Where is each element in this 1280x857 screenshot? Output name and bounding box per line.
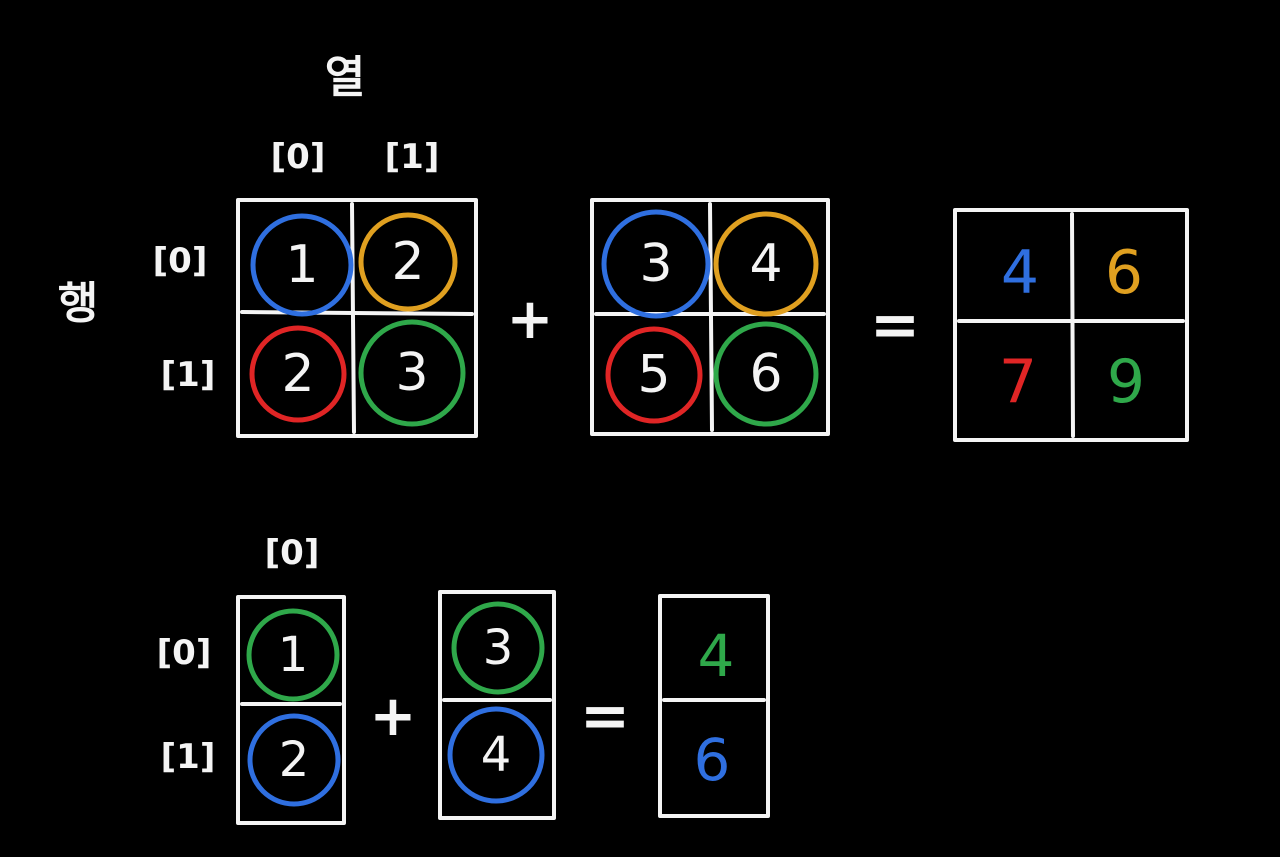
- matrix-a-divider-h: [240, 310, 474, 316]
- matrix-a: 1 2 2 3: [236, 198, 478, 438]
- vector-a-cell-0: 1: [278, 627, 309, 683]
- result-matrix: 4 6 7 9: [953, 208, 1189, 442]
- matrix-b-cell-0-0: 3: [639, 234, 672, 294]
- vector-result-cell-1: 6: [694, 726, 731, 794]
- matrix-a-divider-v: [350, 202, 356, 434]
- vector-result-frame: [658, 594, 770, 818]
- result-cell-1-0: 7: [999, 347, 1037, 417]
- vector-result-cell-0: 4: [698, 622, 735, 690]
- vector-a: 1 2: [236, 595, 346, 825]
- cell-ring: [249, 325, 347, 423]
- vector-a-frame: [236, 595, 346, 825]
- matrix-b-divider-v: [708, 202, 714, 432]
- matrix-b: 3 4 5 6: [590, 198, 830, 436]
- row-heading: 행: [58, 278, 98, 329]
- column-heading: 열: [325, 52, 365, 103]
- cell-ring: [713, 211, 819, 317]
- cell-ring: [605, 326, 703, 424]
- cell-ring: [247, 713, 341, 807]
- result-divider-v: [1070, 212, 1075, 438]
- vector-a-cell-1: 2: [279, 732, 310, 788]
- cell-ring: [713, 321, 819, 427]
- equals-sign-1d: =: [580, 681, 630, 751]
- result-cell-1-1: 9: [1107, 347, 1145, 417]
- cell-ring: [246, 608, 340, 702]
- vector-b: 3 4: [438, 590, 556, 820]
- result-matrix-frame: [953, 208, 1189, 442]
- plus-sign-2d: +: [507, 287, 554, 352]
- cell-ring: [358, 319, 466, 427]
- matrix-a-cell-0-1: 2: [391, 232, 424, 292]
- cell-ring: [447, 706, 545, 804]
- matrix-b-frame: [590, 198, 830, 436]
- result-cell-0-0: 4: [1001, 238, 1039, 308]
- vector-column-index-0: [0]: [265, 533, 320, 573]
- vector-result: 4 6: [658, 594, 770, 818]
- cell-ring: [358, 212, 458, 312]
- column-index-1: [1]: [385, 137, 440, 177]
- matrix-b-cell-1-1: 6: [749, 344, 782, 404]
- cell-ring: [451, 601, 545, 695]
- equals-sign-2d: =: [870, 290, 920, 360]
- plus-sign-1d: +: [370, 684, 417, 749]
- row-index-0: [0]: [153, 241, 208, 281]
- result-cell-0-1: 6: [1105, 238, 1143, 308]
- column-index-0: [0]: [271, 137, 326, 177]
- cell-ring: [601, 209, 711, 319]
- vector-row-index-1: [1]: [161, 737, 216, 777]
- matrix-b-cell-1-0: 5: [637, 345, 670, 405]
- matrix-a-frame: [236, 198, 478, 438]
- vector-b-cell-0: 3: [483, 620, 514, 676]
- row-index-1: [1]: [161, 355, 216, 395]
- matrix-a-cell-0-0: 1: [285, 235, 318, 295]
- vector-b-frame: [438, 590, 556, 820]
- vector-row-index-0: [0]: [157, 633, 212, 673]
- cell-ring: [250, 213, 354, 317]
- matrix-b-cell-0-1: 4: [749, 234, 782, 294]
- matrix-a-cell-1-0: 2: [281, 344, 314, 404]
- matrix-a-cell-1-1: 3: [395, 343, 428, 403]
- vector-b-cell-1: 4: [481, 727, 512, 783]
